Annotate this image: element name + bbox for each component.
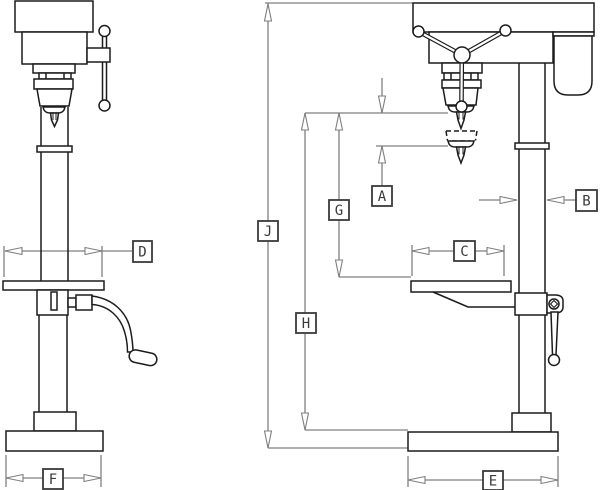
dim-label-j: J (257, 220, 279, 242)
dim-label-b: B (575, 189, 598, 212)
side-clamp-lever (550, 311, 559, 356)
side-feed-hub (453, 46, 471, 64)
dimension-annotations (3, 2, 576, 487)
dim-letter-a: A (378, 189, 387, 205)
side-feed-ball-down (455, 100, 468, 113)
dim-letter-e: E (489, 474, 497, 490)
side-motor (553, 35, 593, 96)
side-view (407, 2, 595, 452)
dim-letter-h: H (302, 316, 310, 332)
dim-letter-d: D (138, 245, 146, 261)
side-table-bracket (514, 292, 548, 316)
side-column-collar (514, 142, 550, 150)
dim-label-f: F (42, 468, 64, 490)
dim-letter-g: G (335, 203, 343, 219)
side-feed-ball-left (412, 25, 425, 38)
dim-label-d: D (132, 240, 153, 263)
front-crank-hub (75, 294, 93, 311)
dim-letter-c: C (460, 244, 468, 260)
dimension-arrowheads (4, 3, 565, 485)
front-handle-ball-top (98, 24, 111, 38)
side-drill-bit (455, 111, 467, 131)
dim-label-c: C (453, 240, 476, 262)
dim-label-h: H (295, 312, 317, 334)
dim-label-g: G (328, 199, 350, 221)
front-head-body (21, 31, 88, 65)
front-handle-ball-bottom (98, 99, 111, 112)
side-table (410, 280, 512, 293)
front-chuck (36, 88, 73, 107)
front-drill-bit (49, 112, 60, 129)
dim-letter-f: F (49, 472, 57, 488)
side-clamp-ball (547, 353, 561, 367)
side-chuck-phantom (445, 130, 478, 142)
dim-label-e: E (482, 470, 504, 490)
front-view (2, 0, 158, 452)
front-crank-grip (128, 349, 158, 367)
front-handle-bracket (86, 47, 111, 63)
dimension-labels: J H G A B C E D (42, 185, 598, 490)
front-table (2, 280, 105, 291)
dim-letter-j: J (264, 224, 272, 240)
front-column-collar (36, 145, 73, 153)
dim-letter-b: B (582, 194, 590, 210)
front-crank-arm (91, 295, 134, 353)
front-base (5, 430, 104, 452)
dim-label-a: A (371, 185, 393, 207)
side-base (407, 431, 559, 452)
side-feed-handle (412, 24, 512, 113)
side-feed-ball-right (499, 24, 512, 37)
front-head-top (14, 0, 94, 33)
